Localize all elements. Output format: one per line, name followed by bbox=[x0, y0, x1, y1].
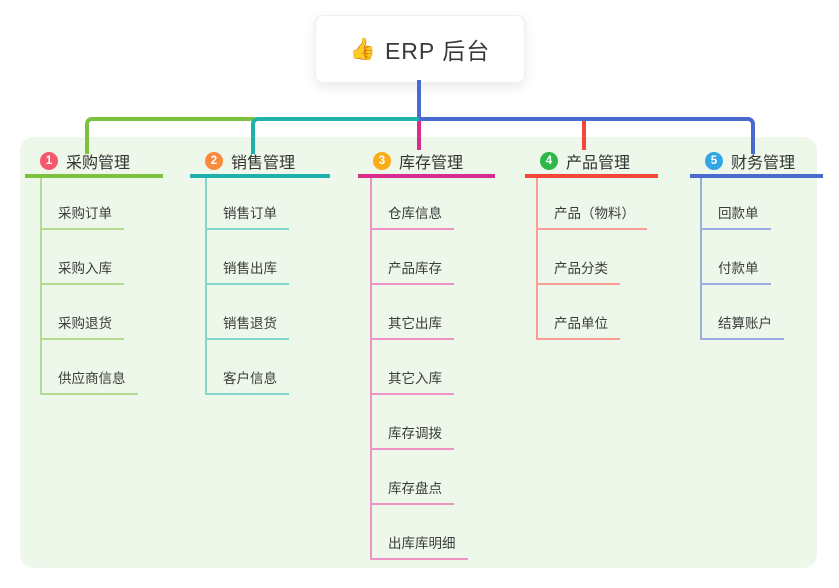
child-node[interactable]: 采购退货 bbox=[40, 315, 124, 340]
child-guide-line bbox=[40, 178, 42, 395]
child-node[interactable]: 销售订单 bbox=[205, 205, 289, 230]
child-node[interactable]: 出库库明细 bbox=[370, 535, 468, 560]
branch-header-2[interactable]: 2 销售管理 bbox=[190, 148, 330, 178]
branch-label: 销售管理 bbox=[231, 155, 296, 172]
root-node-label: ERP 后台 bbox=[384, 38, 491, 64]
branch-number-badge: 4 bbox=[540, 152, 558, 170]
child-guide-line bbox=[700, 178, 702, 340]
child-node[interactable]: 采购订单 bbox=[40, 205, 124, 230]
branch-number-badge: 5 bbox=[705, 152, 723, 170]
branch-number-badge: 1 bbox=[40, 152, 58, 170]
branch-header-4[interactable]: 4 产品管理 bbox=[525, 148, 658, 178]
child-node[interactable]: 回款单 bbox=[700, 205, 771, 230]
child-node[interactable]: 产品分类 bbox=[536, 260, 620, 285]
branch-label: 财务管理 bbox=[731, 155, 796, 172]
connector-branch-3 bbox=[417, 121, 421, 150]
thumbs-up-icon: 👍 bbox=[349, 37, 376, 61]
child-node[interactable]: 采购入库 bbox=[40, 260, 124, 285]
branch-header-1[interactable]: 1 采购管理 bbox=[25, 148, 163, 178]
branch-label: 产品管理 bbox=[566, 155, 631, 172]
child-node[interactable]: 其它出库 bbox=[370, 315, 454, 340]
branch-number-badge: 2 bbox=[205, 152, 223, 170]
connector-branch-4 bbox=[582, 121, 586, 150]
child-node[interactable]: 其它入库 bbox=[370, 370, 454, 395]
mindmap-panel bbox=[20, 137, 817, 568]
child-node[interactable]: 客户信息 bbox=[205, 370, 289, 395]
child-guide-line bbox=[536, 178, 538, 340]
child-node[interactable]: 结算账户 bbox=[700, 315, 784, 340]
child-node[interactable]: 仓库信息 bbox=[370, 205, 454, 230]
child-node[interactable]: 产品（物料） bbox=[536, 205, 647, 230]
root-node[interactable]: 👍 ERP 后台 bbox=[315, 15, 525, 83]
child-node[interactable]: 库存调拨 bbox=[370, 425, 454, 450]
child-node[interactable]: 销售退货 bbox=[205, 315, 289, 340]
child-node[interactable]: 供应商信息 bbox=[40, 370, 138, 395]
child-node[interactable]: 产品库存 bbox=[370, 260, 454, 285]
branch-header-3[interactable]: 3 库存管理 bbox=[358, 148, 495, 178]
connector-branch-5 bbox=[419, 117, 755, 154]
child-node[interactable]: 产品单位 bbox=[536, 315, 620, 340]
child-node[interactable]: 库存盘点 bbox=[370, 480, 454, 505]
branch-number-badge: 3 bbox=[373, 152, 391, 170]
root-connector-stem bbox=[417, 80, 421, 121]
child-guide-line bbox=[205, 178, 207, 395]
connector-branch-1 bbox=[84, 117, 255, 154]
child-node[interactable]: 销售出库 bbox=[205, 260, 289, 285]
branch-label: 库存管理 bbox=[399, 155, 464, 172]
connector-branch-2 bbox=[250, 117, 423, 154]
branch-label: 采购管理 bbox=[66, 155, 131, 172]
branch-header-5[interactable]: 5 财务管理 bbox=[690, 148, 823, 178]
child-node[interactable]: 付款单 bbox=[700, 260, 771, 285]
child-guide-line bbox=[370, 178, 372, 560]
